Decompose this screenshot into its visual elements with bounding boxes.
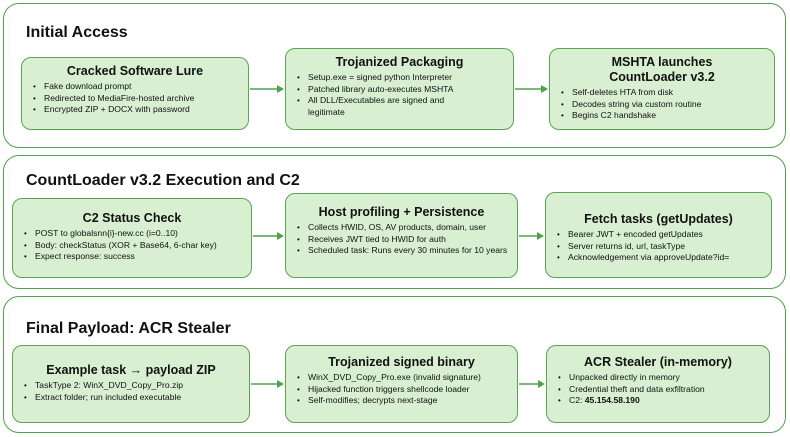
list-item: Expect response: success — [24, 251, 243, 263]
arrow-right-icon — [519, 231, 544, 241]
card-title: Fetch tasks (getUpdates) — [584, 212, 733, 226]
card-example-task: Example task → payload ZIP TaskType 2: W… — [12, 345, 250, 423]
card-trojanized-packaging: Trojanized Packaging Setup.exe = signed … — [285, 48, 514, 130]
card-c2-status-check: C2 Status Check POST to globalsnn{i}-new… — [12, 198, 252, 278]
bullet-list: Self-deletes HTA from disk Decodes strin… — [558, 87, 766, 122]
bullet-list: Collects HWID, OS, AV products, domain, … — [294, 222, 509, 257]
list-item: Setup.exe = signed python Interpreter — [297, 72, 505, 84]
list-item: Acknowledgement via approveUpdate?id= — [557, 252, 763, 264]
card-title: Cracked Software Lure — [66, 64, 204, 78]
list-item: Decodes string via custom routine — [561, 99, 766, 111]
card-mshta-launches: MSHTA launches CountLoader v3.2 Self-del… — [549, 48, 775, 130]
arrow-right-icon — [519, 379, 545, 389]
list-item: Self-modifies; decrypts next-stage — [297, 395, 509, 407]
card-cracked-software-lure: Cracked Software Lure Fake download prom… — [21, 57, 249, 130]
bullet-list: Bearer JWT + encoded getUpdates Server r… — [554, 229, 763, 264]
card-title: MSHTA launches CountLoader v3.2 — [609, 55, 715, 84]
section-title: Final Payload: ACR Stealer — [26, 320, 231, 337]
arrow-right-icon — [515, 84, 548, 94]
arrow-right-icon — [253, 231, 284, 241]
card-title: Host profiling + Persistence — [318, 205, 485, 219]
card-trojanized-signed-binary: Trojanized signed binary WinX_DVD_Copy_P… — [285, 345, 518, 423]
bullet-list: Fake download prompt Redirected to Media… — [30, 81, 240, 116]
list-item: Hijacked function triggers shellcode loa… — [297, 384, 509, 396]
c2-label: C2: — [569, 395, 585, 405]
list-item: All DLL/Executables are signed and legit… — [297, 95, 478, 118]
bullet-list: POST to globalsnn{i}-new.cc (i=0..10) Bo… — [21, 228, 243, 263]
list-item: Body: checkStatus (XOR + Base64, 6-char … — [24, 240, 243, 252]
list-item: Scheduled task: Runs every 30 minutes fo… — [297, 245, 508, 257]
list-item: Begins C2 handshake — [561, 110, 766, 122]
list-item: Encrypted ZIP + DOCX with password — [33, 104, 240, 116]
section-title: Initial Access — [26, 24, 128, 41]
card-host-profiling: Host profiling + Persistence Collects HW… — [285, 193, 518, 278]
list-item: Patched library auto-executes MSHTA — [297, 84, 505, 96]
list-item: POST to globalsnn{i}-new.cc (i=0..10) — [24, 228, 243, 240]
list-item: Bearer JWT + encoded getUpdates — [557, 229, 763, 241]
card-title: Example task → payload ZIP — [46, 363, 216, 377]
card-title: Trojanized signed binary — [328, 355, 475, 369]
list-item: C2: 45.154.58.190 — [558, 395, 761, 407]
list-item: Server returns id, url, taskType — [557, 241, 763, 253]
list-item: Extract folder; run included executable — [24, 392, 241, 404]
card-acr-stealer: ACR Stealer (in-memory) Unpacked directl… — [546, 345, 770, 423]
card-title: ACR Stealer (in-memory) — [584, 355, 732, 369]
list-item: TaskType 2: WinX_DVD_Copy_Pro.zip — [24, 380, 241, 392]
list-item: Redirected to MediaFire-hosted archive — [33, 93, 240, 105]
card-fetch-tasks: Fetch tasks (getUpdates) Bearer JWT + en… — [545, 192, 772, 278]
bullet-list: Setup.exe = signed python Interpreter Pa… — [294, 72, 505, 118]
list-item: Receives JWT tied to HWID for auth — [297, 234, 509, 246]
list-item: WinX_DVD_Copy_Pro.exe (invalid signature… — [297, 372, 509, 384]
bullet-list: TaskType 2: WinX_DVD_Copy_Pro.zip Extrac… — [21, 380, 241, 403]
bullet-list: WinX_DVD_Copy_Pro.exe (invalid signature… — [294, 372, 509, 407]
list-item: Unpacked directly in memory — [558, 372, 761, 384]
arrow-right-icon — [251, 379, 284, 389]
card-title: Trojanized Packaging — [335, 55, 464, 69]
card-title: C2 Status Check — [82, 211, 182, 225]
bullet-list: Unpacked directly in memory Credential t… — [555, 372, 761, 407]
section-title: CountLoader v3.2 Execution and C2 — [26, 172, 300, 189]
list-item: Self-deletes HTA from disk — [561, 87, 766, 99]
c2-ip-address: 45.154.58.190 — [584, 395, 640, 405]
list-item: Collects HWID, OS, AV products, domain, … — [297, 222, 509, 234]
list-item: Credential theft and data exfiltration — [558, 384, 761, 396]
arrow-right-icon — [250, 84, 284, 94]
list-item: Fake download prompt — [33, 81, 240, 93]
